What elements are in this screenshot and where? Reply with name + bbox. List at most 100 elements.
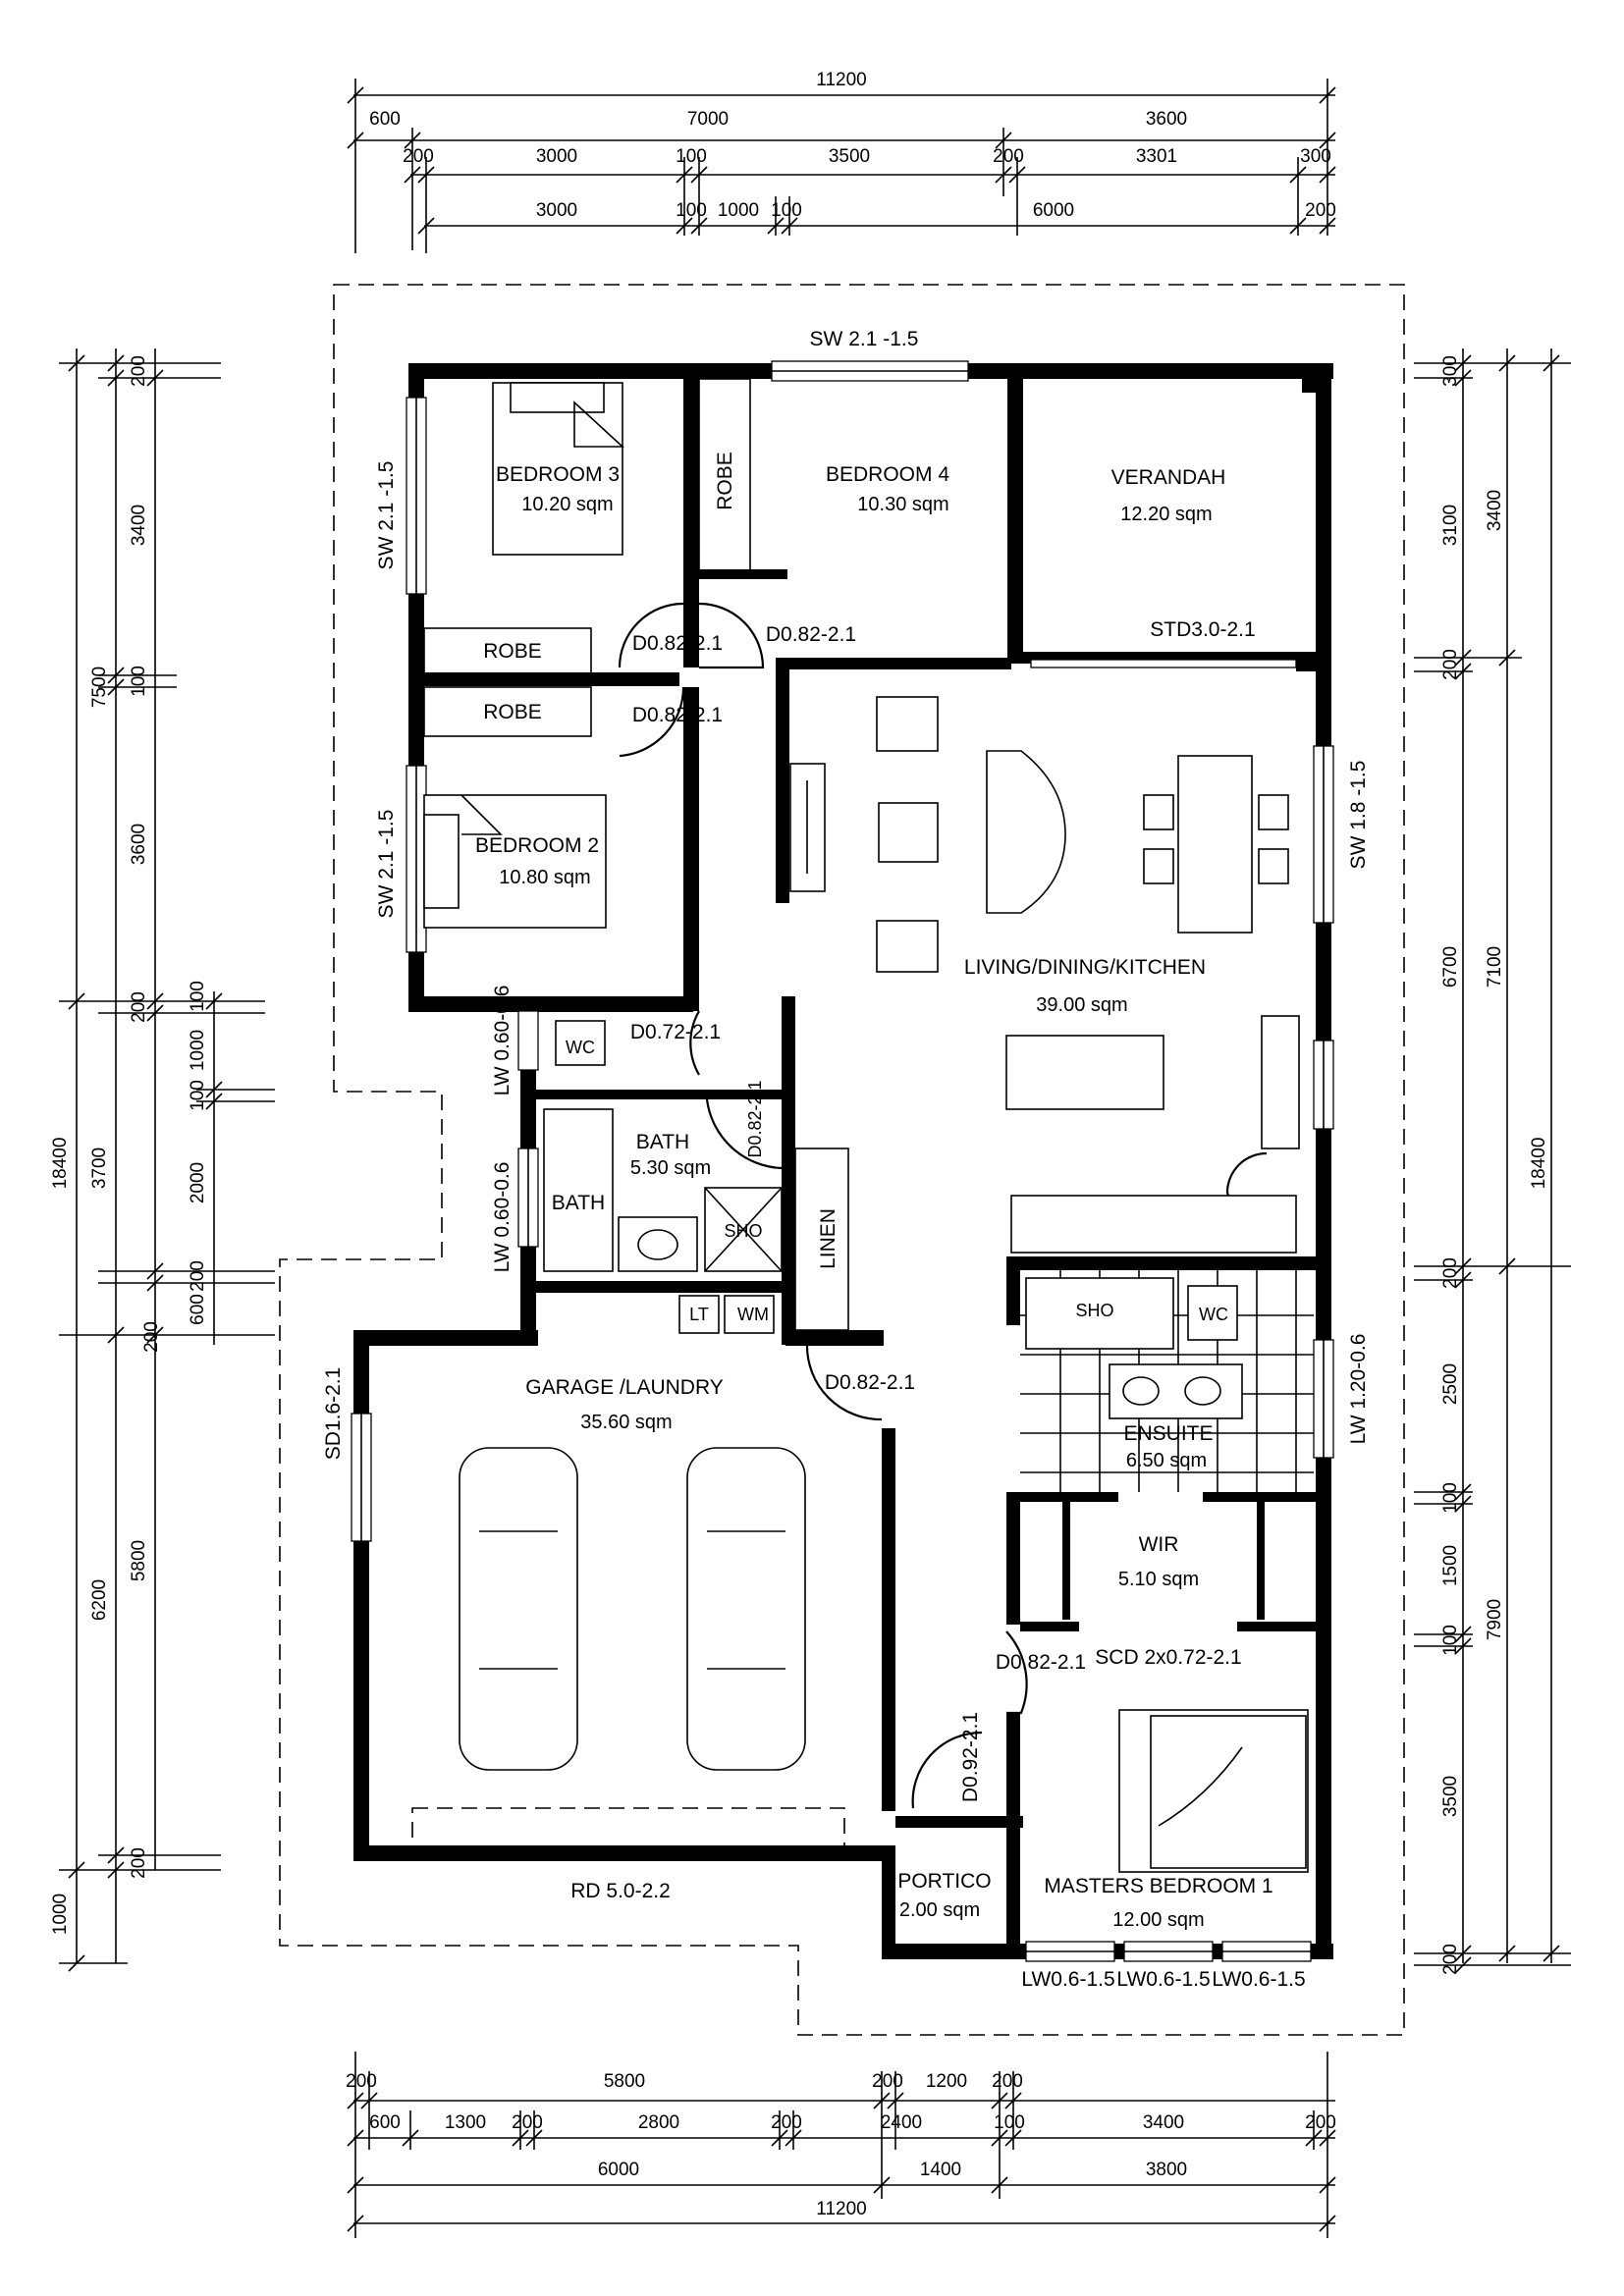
- door-master-label: D0.82-2.1: [996, 1651, 1086, 1674]
- dim-right-i11: 200: [1440, 1944, 1461, 1975]
- dim-top-j: 300: [1300, 146, 1331, 167]
- room-name-ensuite: ENSUITE: [1123, 1422, 1213, 1445]
- dim-bot-n: 200: [1305, 2112, 1336, 2133]
- room-name-verandah: VERANDAH: [1111, 466, 1226, 489]
- dim-left-i4: 2000: [188, 1162, 208, 1203]
- bottom-dimensions: 200 5800 200 1200 200 600 1300 200 2800 …: [346, 2052, 1336, 2238]
- room-name-bedroom4: BEDROOM 4: [826, 463, 949, 486]
- right-dimensions: 18400 3400 7100 7900 300 3100 200 6700 2…: [1414, 348, 1571, 1975]
- dim-left-overall: 18400: [50, 1138, 71, 1190]
- dim-right-i7: 100: [1440, 1482, 1461, 1514]
- dim-bot-j: 200: [771, 2112, 802, 2133]
- robe-label-bed4: ROBE: [714, 452, 736, 510]
- lw-master-2-label: LW0.6-1.5: [1116, 1968, 1210, 1991]
- dim-left-i7: 200: [141, 1321, 162, 1353]
- door-garage-label: D0.82-2.1: [825, 1371, 915, 1394]
- sw-top-label: SW 2.1 -1.5: [810, 328, 919, 350]
- dim-left-i3: 100: [188, 1080, 208, 1111]
- dim-top-c: 3600: [1146, 109, 1187, 130]
- dim-right-overall: 18400: [1529, 1138, 1549, 1190]
- dim-bot-d: 1200: [926, 2071, 967, 2092]
- room-name-master: MASTERS BEDROOM 1: [1044, 1875, 1272, 1897]
- room-name-bedroom3: BEDROOM 3: [496, 463, 620, 486]
- lw-master-1-label: LW0.6-1.5: [1021, 1968, 1114, 1991]
- dim-right-o2: 7100: [1485, 946, 1505, 988]
- room-area-master: 12.00 sqm: [1112, 1909, 1204, 1931]
- top-dimensions: 11200 600 7000 3600 200 3000 100 3500 20…: [347, 70, 1336, 253]
- dim-right-o1: 3400: [1485, 490, 1505, 531]
- dim-left-m4: 3600: [129, 824, 149, 865]
- door-bath-label: D0.82-2.1: [745, 1080, 765, 1157]
- dim-left-o3: 6200: [89, 1579, 110, 1621]
- dim-right-i4: 6700: [1440, 946, 1461, 988]
- dim-left-o1: 7500: [89, 667, 110, 708]
- dim-bot-k: 2400: [881, 2112, 922, 2133]
- sw-living-label: SW 1.8 -1.5: [1347, 761, 1370, 870]
- lt-label: LT: [689, 1305, 709, 1324]
- lw-bath-label: LW 0.60-0.6: [491, 1162, 514, 1273]
- dim-left-i1: 100: [188, 981, 208, 1012]
- dim-bot-a: 200: [346, 2071, 377, 2092]
- dim-left-m3: 100: [129, 666, 149, 697]
- room-area-bedroom2: 10.80 sqm: [499, 867, 590, 888]
- dim-top-h: 200: [993, 146, 1024, 167]
- dim-top-i: 3301: [1136, 146, 1177, 167]
- dim-right-i8: 1500: [1440, 1545, 1461, 1586]
- robe-label-bed3: ROBE: [483, 640, 542, 663]
- room-area-bedroom4: 10.30 sqm: [857, 494, 948, 515]
- dim-top-n: 100: [771, 200, 802, 221]
- dim-bot-l: 100: [994, 2112, 1025, 2133]
- fixture-labels: ROBE ROBE ROBE LINEN WC WC SHO SHO BATH …: [483, 452, 1228, 1324]
- room-name-living: LIVING/DINING/KITCHEN: [964, 956, 1206, 979]
- room-name-bedroom2: BEDROOM 2: [475, 834, 599, 857]
- dim-right-o3: 7900: [1485, 1599, 1505, 1640]
- dim-right-i3: 200: [1440, 649, 1461, 680]
- room-name-garage: GARAGE /LAUNDRY: [525, 1376, 724, 1399]
- dim-bot-f: 600: [369, 2112, 401, 2133]
- dim-bot-o: 6000: [598, 2160, 639, 2180]
- wm-label: WM: [737, 1305, 769, 1324]
- room-area-verandah: 12.20 sqm: [1120, 504, 1212, 525]
- dim-right-i9: 100: [1440, 1625, 1461, 1656]
- door-swings: [618, 602, 1268, 1809]
- windows: [351, 360, 1334, 1962]
- dim-right-i5: 200: [1440, 1257, 1461, 1289]
- room-name-portico: PORTICO: [897, 1870, 991, 1893]
- dim-right-i2: 3100: [1440, 505, 1461, 546]
- room-area-living: 39.00 sqm: [1036, 994, 1127, 1016]
- scd-wir-label: SCD 2x0.72-2.1: [1095, 1646, 1241, 1669]
- dim-bot-i: 2800: [638, 2112, 679, 2133]
- dim-left-m7: 5800: [129, 1540, 149, 1581]
- dim-bot-b: 5800: [604, 2071, 645, 2092]
- dim-top-e: 3000: [536, 146, 577, 167]
- bath-tub-label: BATH: [552, 1192, 605, 1214]
- room-labels: BEDROOM 3 10.20 sqm BEDROOM 4 10.30 sqm …: [475, 463, 1273, 1931]
- linen-label: LINEN: [817, 1208, 839, 1269]
- lw-ensuite-label: LW 1.20-0.6: [1347, 1334, 1370, 1445]
- dim-right-i10: 3500: [1440, 1776, 1461, 1817]
- lw-wc-label: LW 0.60-0.6: [491, 986, 514, 1096]
- dim-bot-m: 3400: [1143, 2112, 1184, 2133]
- room-area-bedroom3: 10.20 sqm: [521, 494, 613, 515]
- furniture: [423, 378, 1314, 1873]
- room-name-bath: BATH: [636, 1131, 689, 1153]
- door-bed2-label: D0.82-2.1: [632, 704, 723, 726]
- wc-label-ensuite: WC: [1199, 1305, 1228, 1324]
- dim-top-l: 100: [676, 200, 707, 221]
- dim-left-i5: 200: [188, 1260, 208, 1292]
- dim-bot-c: 200: [872, 2071, 903, 2092]
- dim-top-p: 200: [1305, 200, 1336, 221]
- dim-left-m5: 200: [129, 991, 149, 1023]
- dim-top-m: 1000: [718, 200, 759, 221]
- dim-top-k: 3000: [536, 200, 577, 221]
- dim-top-a: 600: [369, 109, 401, 130]
- dim-bot-g: 1300: [445, 2112, 486, 2133]
- dim-left-m2: 3400: [129, 505, 149, 546]
- sho-label-ensuite: SHO: [1075, 1301, 1113, 1320]
- std-verandah-label: STD3.0-2.1: [1150, 618, 1255, 641]
- room-area-bath: 5.30 sqm: [630, 1157, 711, 1179]
- dim-top-b: 7000: [687, 109, 729, 130]
- room-name-wir: WIR: [1139, 1533, 1179, 1556]
- door-bed4-label: D0.82-2.1: [766, 623, 856, 646]
